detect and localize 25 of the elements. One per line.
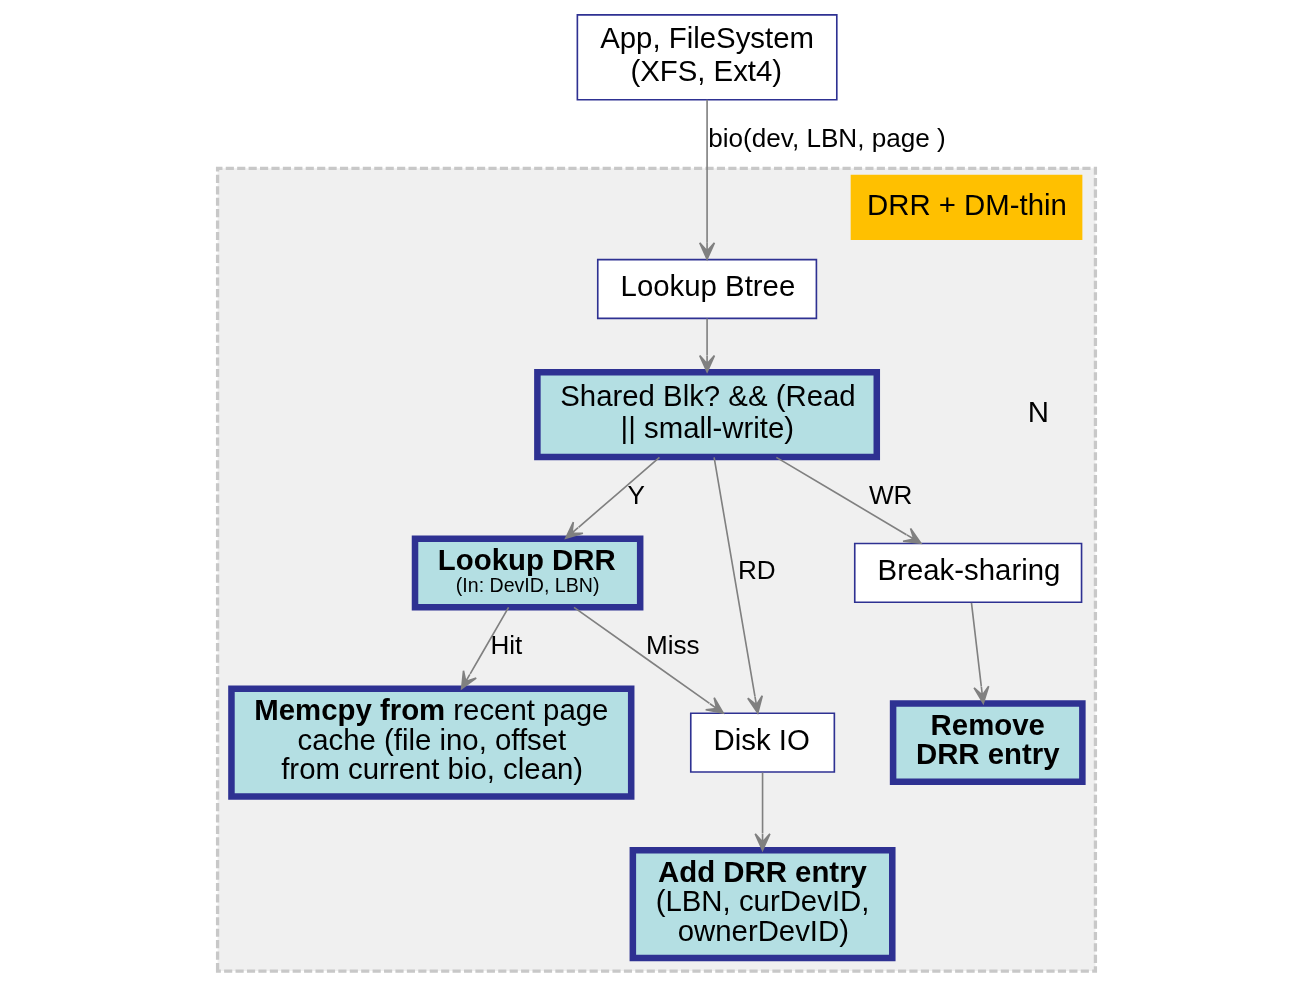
- node-box: Remove DRR entry: [889, 700, 1086, 786]
- edge-label: Miss: [646, 630, 700, 661]
- edge-label: WR: [868, 480, 913, 511]
- node-box: Break-sharing: [853, 542, 1083, 604]
- node-box: Lookup Btree: [596, 258, 818, 320]
- arrow: [698, 98, 716, 260]
- arrow: [754, 771, 771, 851]
- node-box: Memcpy from recent page cache (file ino, offset from current bio, clean): [228, 685, 635, 800]
- arrow: [698, 317, 716, 373]
- edge-label: RD: [738, 555, 776, 586]
- node-box: Shared Blk? && (Read || small-write): [534, 368, 881, 461]
- node-box: Lookup DRR (In: DevID, LBN): [411, 535, 644, 611]
- arrow: [460, 606, 510, 690]
- edge-label: bio(dev, LBN, page ): [708, 122, 946, 153]
- node-box: Add DRR entry (LBN, curDevID, ownerDevID): [629, 847, 896, 962]
- node-box: App, FileSystem (XFS, Ext4): [576, 14, 838, 101]
- edge-label: Hit: [490, 630, 523, 661]
- arrow: [564, 456, 661, 540]
- arrow: [573, 606, 725, 714]
- node-box: Disk IO: [689, 712, 836, 773]
- arrow: [970, 601, 990, 705]
- label: N: [1027, 394, 1049, 428]
- edge-label: Y: [627, 480, 645, 511]
- arrow: [713, 456, 764, 714]
- arrow: [775, 456, 922, 545]
